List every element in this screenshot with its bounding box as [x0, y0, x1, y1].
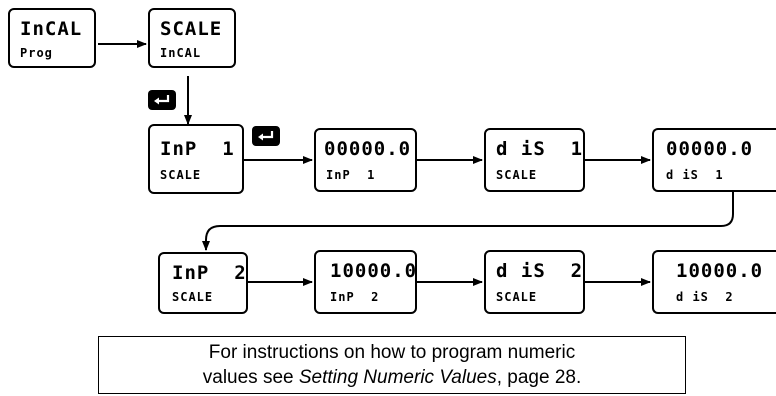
note-line-1: For instructions on how to program numer… [208, 342, 576, 363]
display-bottom-text: SCALE [496, 290, 538, 304]
display-top-text: SCALE [160, 18, 223, 40]
display-bottom-text: d iS 1 [666, 168, 724, 182]
display-top-text: 10000.0 [330, 260, 418, 282]
note-reference-title: Setting Numeric Values [298, 367, 497, 388]
display-box-dis2-value: 10000.0 d iS 2 [652, 250, 776, 314]
display-bottom-text: Prog [20, 46, 53, 60]
display-bottom-text: SCALE [172, 290, 214, 304]
arrow-wrap-to-inp2 [202, 192, 734, 251]
display-box-inp2: InP 2 SCALE [158, 252, 248, 314]
display-top-text: d iS 2 [496, 260, 584, 282]
display-top-text: InP 2 [172, 262, 247, 284]
note-line-2: values see Setting Numeric Values, page … [99, 365, 685, 390]
display-bottom-text: SCALE [160, 168, 202, 182]
display-box-incal: InCAL Prog [8, 8, 96, 68]
display-top-text: 10000.0 [676, 260, 764, 282]
display-top-text: 00000.0 [666, 138, 754, 160]
display-bottom-text: InP 2 [330, 290, 380, 304]
display-bottom-text: d iS 2 [676, 290, 734, 304]
display-bottom-text: InCAL [160, 46, 202, 60]
display-top-text: 00000.0 [324, 138, 412, 160]
display-top-text: d iS 1 [496, 138, 584, 160]
display-box-dis2: d iS 2 SCALE [484, 250, 585, 314]
display-bottom-text: SCALE [496, 168, 538, 182]
note-line-2-suffix: , page 28. [496, 367, 582, 388]
instruction-note: For instructions on how to program numer… [98, 336, 686, 394]
enter-return-icon [252, 126, 280, 146]
display-top-text: InP 1 [160, 138, 235, 160]
display-box-dis1-value: 00000.0 d iS 1 [652, 128, 776, 192]
enter-return-icon [148, 90, 176, 110]
display-box-scale: SCALE InCAL [148, 8, 236, 68]
display-box-inp1: InP 1 SCALE [148, 124, 244, 194]
display-top-text: InCAL [20, 18, 83, 40]
display-box-inp2-value: 10000.0 InP 2 [314, 250, 417, 314]
note-line-2-prefix: values see [202, 367, 299, 388]
display-box-dis1: d iS 1 SCALE [484, 128, 585, 192]
display-bottom-text: InP 1 [326, 168, 376, 182]
display-box-inp1-value: 00000.0 InP 1 [314, 128, 417, 192]
